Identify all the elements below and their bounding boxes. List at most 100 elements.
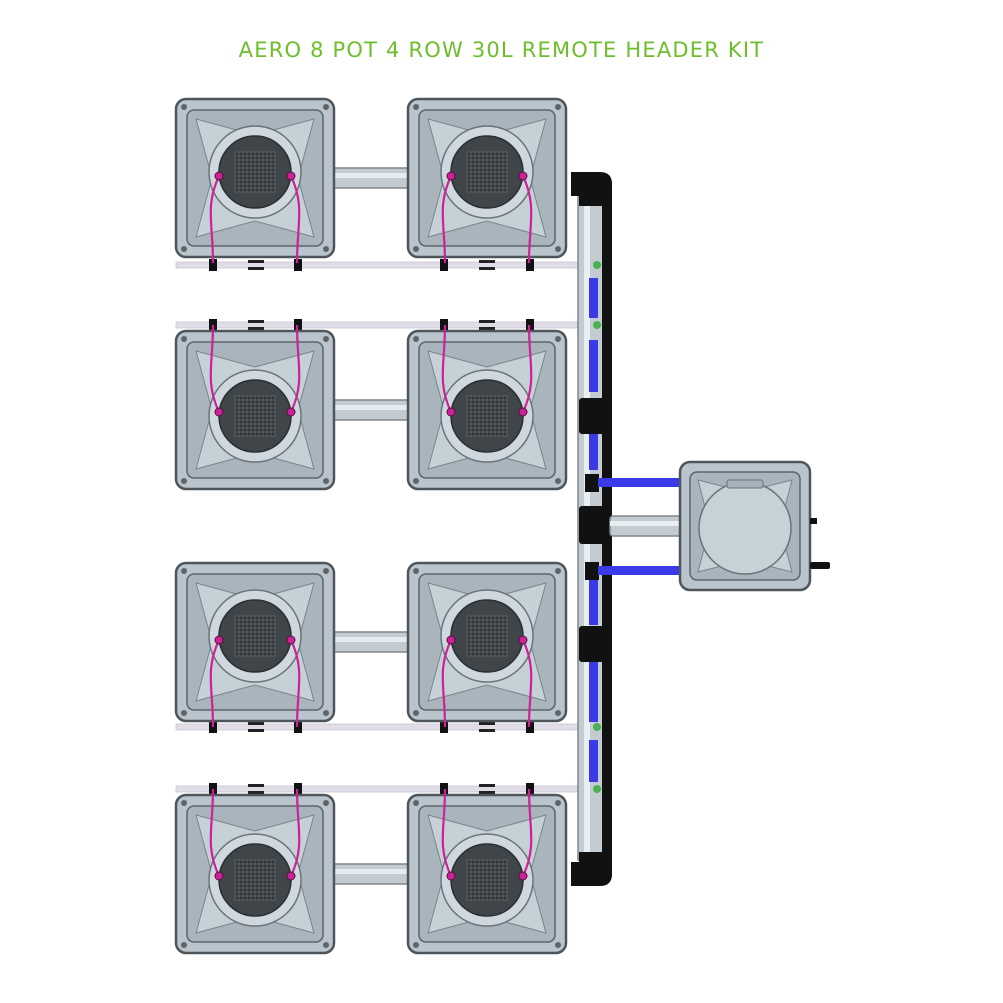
dripper-line xyxy=(290,175,301,264)
pot-tank-icon xyxy=(174,788,336,955)
tube-clamp xyxy=(526,259,534,271)
corner-bolt xyxy=(181,478,187,484)
dripper-stake xyxy=(214,407,224,417)
corner-bolt xyxy=(413,800,419,806)
air-port xyxy=(810,518,817,524)
dripper-stake xyxy=(214,871,224,881)
tube-tie xyxy=(479,729,495,732)
tube-tie xyxy=(479,260,495,263)
dripper-line xyxy=(522,639,533,728)
corner-bolt xyxy=(413,478,419,484)
corner-bolt xyxy=(555,336,561,342)
corner-bolt xyxy=(181,104,187,110)
tube-tie xyxy=(479,267,495,270)
connector-dot xyxy=(593,261,601,269)
drip-tube xyxy=(175,785,599,793)
tube-clamp xyxy=(294,259,302,271)
dripper-stake xyxy=(446,407,456,417)
corner-bolt xyxy=(323,246,329,252)
net-pot-mesh xyxy=(234,859,276,901)
dripper-line xyxy=(522,175,533,264)
dripper-line xyxy=(441,639,452,728)
corner-bolt xyxy=(323,478,329,484)
dripper-line xyxy=(209,639,220,728)
dripper-line xyxy=(441,788,452,877)
dripper-line xyxy=(209,788,220,877)
net-pot-mesh xyxy=(466,615,508,657)
corner-bolt xyxy=(323,942,329,948)
net-pot-mesh xyxy=(466,859,508,901)
dripper-stake xyxy=(518,407,528,417)
power-cable xyxy=(810,562,830,569)
feed-hose-segment xyxy=(589,430,598,470)
tee-fitting xyxy=(579,398,605,434)
irrigation-tubes xyxy=(175,167,599,885)
corner-bolt xyxy=(413,246,419,252)
corner-bolt xyxy=(555,800,561,806)
pot-tank-icon xyxy=(174,97,336,264)
dripper-stake xyxy=(286,407,296,417)
elbow-fitting-bottom xyxy=(571,852,612,886)
dripper-line xyxy=(441,175,452,264)
dripper-line xyxy=(290,324,301,413)
corner-bolt xyxy=(555,246,561,252)
kit-title: AERO 8 POT 4 ROW 30L REMOTE HEADER KIT xyxy=(238,38,765,62)
tube-clamp xyxy=(209,259,217,271)
connector-dot xyxy=(593,723,601,731)
corner-bolt xyxy=(323,800,329,806)
link-pipe-shine xyxy=(332,637,410,642)
corner-bolt xyxy=(181,246,187,252)
corner-bolt xyxy=(413,942,419,948)
tee-fitting xyxy=(579,506,605,544)
corner-bolt xyxy=(555,478,561,484)
feed-hose-upper xyxy=(598,478,684,487)
tube-tie xyxy=(248,320,264,323)
corner-bolt xyxy=(181,800,187,806)
tube-tie xyxy=(479,320,495,323)
tube-clamp xyxy=(440,259,448,271)
tube-tie xyxy=(248,784,264,787)
pot-array xyxy=(174,97,568,955)
link-pipe-shine xyxy=(332,869,410,874)
corner-bolt xyxy=(555,104,561,110)
corner-bolt xyxy=(323,336,329,342)
tube-tie xyxy=(479,784,495,787)
header-rail xyxy=(602,182,612,876)
tube-tie xyxy=(479,327,495,330)
link-pipe-shine xyxy=(332,173,410,178)
corner-bolt xyxy=(413,568,419,574)
corner-bolt xyxy=(181,568,187,574)
corner-bolt xyxy=(555,568,561,574)
drip-tube xyxy=(175,261,599,269)
corner-bolt xyxy=(181,942,187,948)
net-pot-mesh xyxy=(466,395,508,437)
pot-tank-icon xyxy=(406,324,568,491)
drip-tube xyxy=(175,321,599,329)
dripper-stake xyxy=(286,171,296,181)
dripper-stake xyxy=(518,871,528,881)
feed-hose-segment xyxy=(589,575,598,625)
corner-bolt xyxy=(555,710,561,716)
feed-hose-segment xyxy=(589,660,598,722)
feed-hose-lower xyxy=(598,566,684,575)
pot-tank-icon xyxy=(174,324,336,491)
reservoir-tank-icon xyxy=(678,460,830,592)
dripper-line xyxy=(522,324,533,413)
tube-tie xyxy=(248,791,264,794)
tee-fitting xyxy=(579,626,605,662)
dripper-stake xyxy=(214,635,224,645)
lid-handle xyxy=(726,479,764,489)
dripper-line xyxy=(209,324,220,413)
corner-bolt xyxy=(323,710,329,716)
dripper-stake xyxy=(518,635,528,645)
connector-dot xyxy=(593,321,601,329)
link-pipe-shine xyxy=(332,405,410,410)
tube-tie xyxy=(479,722,495,725)
tube-tie xyxy=(479,791,495,794)
pot-tank-icon xyxy=(406,788,568,955)
tube-tie xyxy=(248,327,264,330)
feed-hose-segment xyxy=(589,278,598,318)
dripper-stake xyxy=(446,635,456,645)
net-pot-mesh xyxy=(234,151,276,193)
